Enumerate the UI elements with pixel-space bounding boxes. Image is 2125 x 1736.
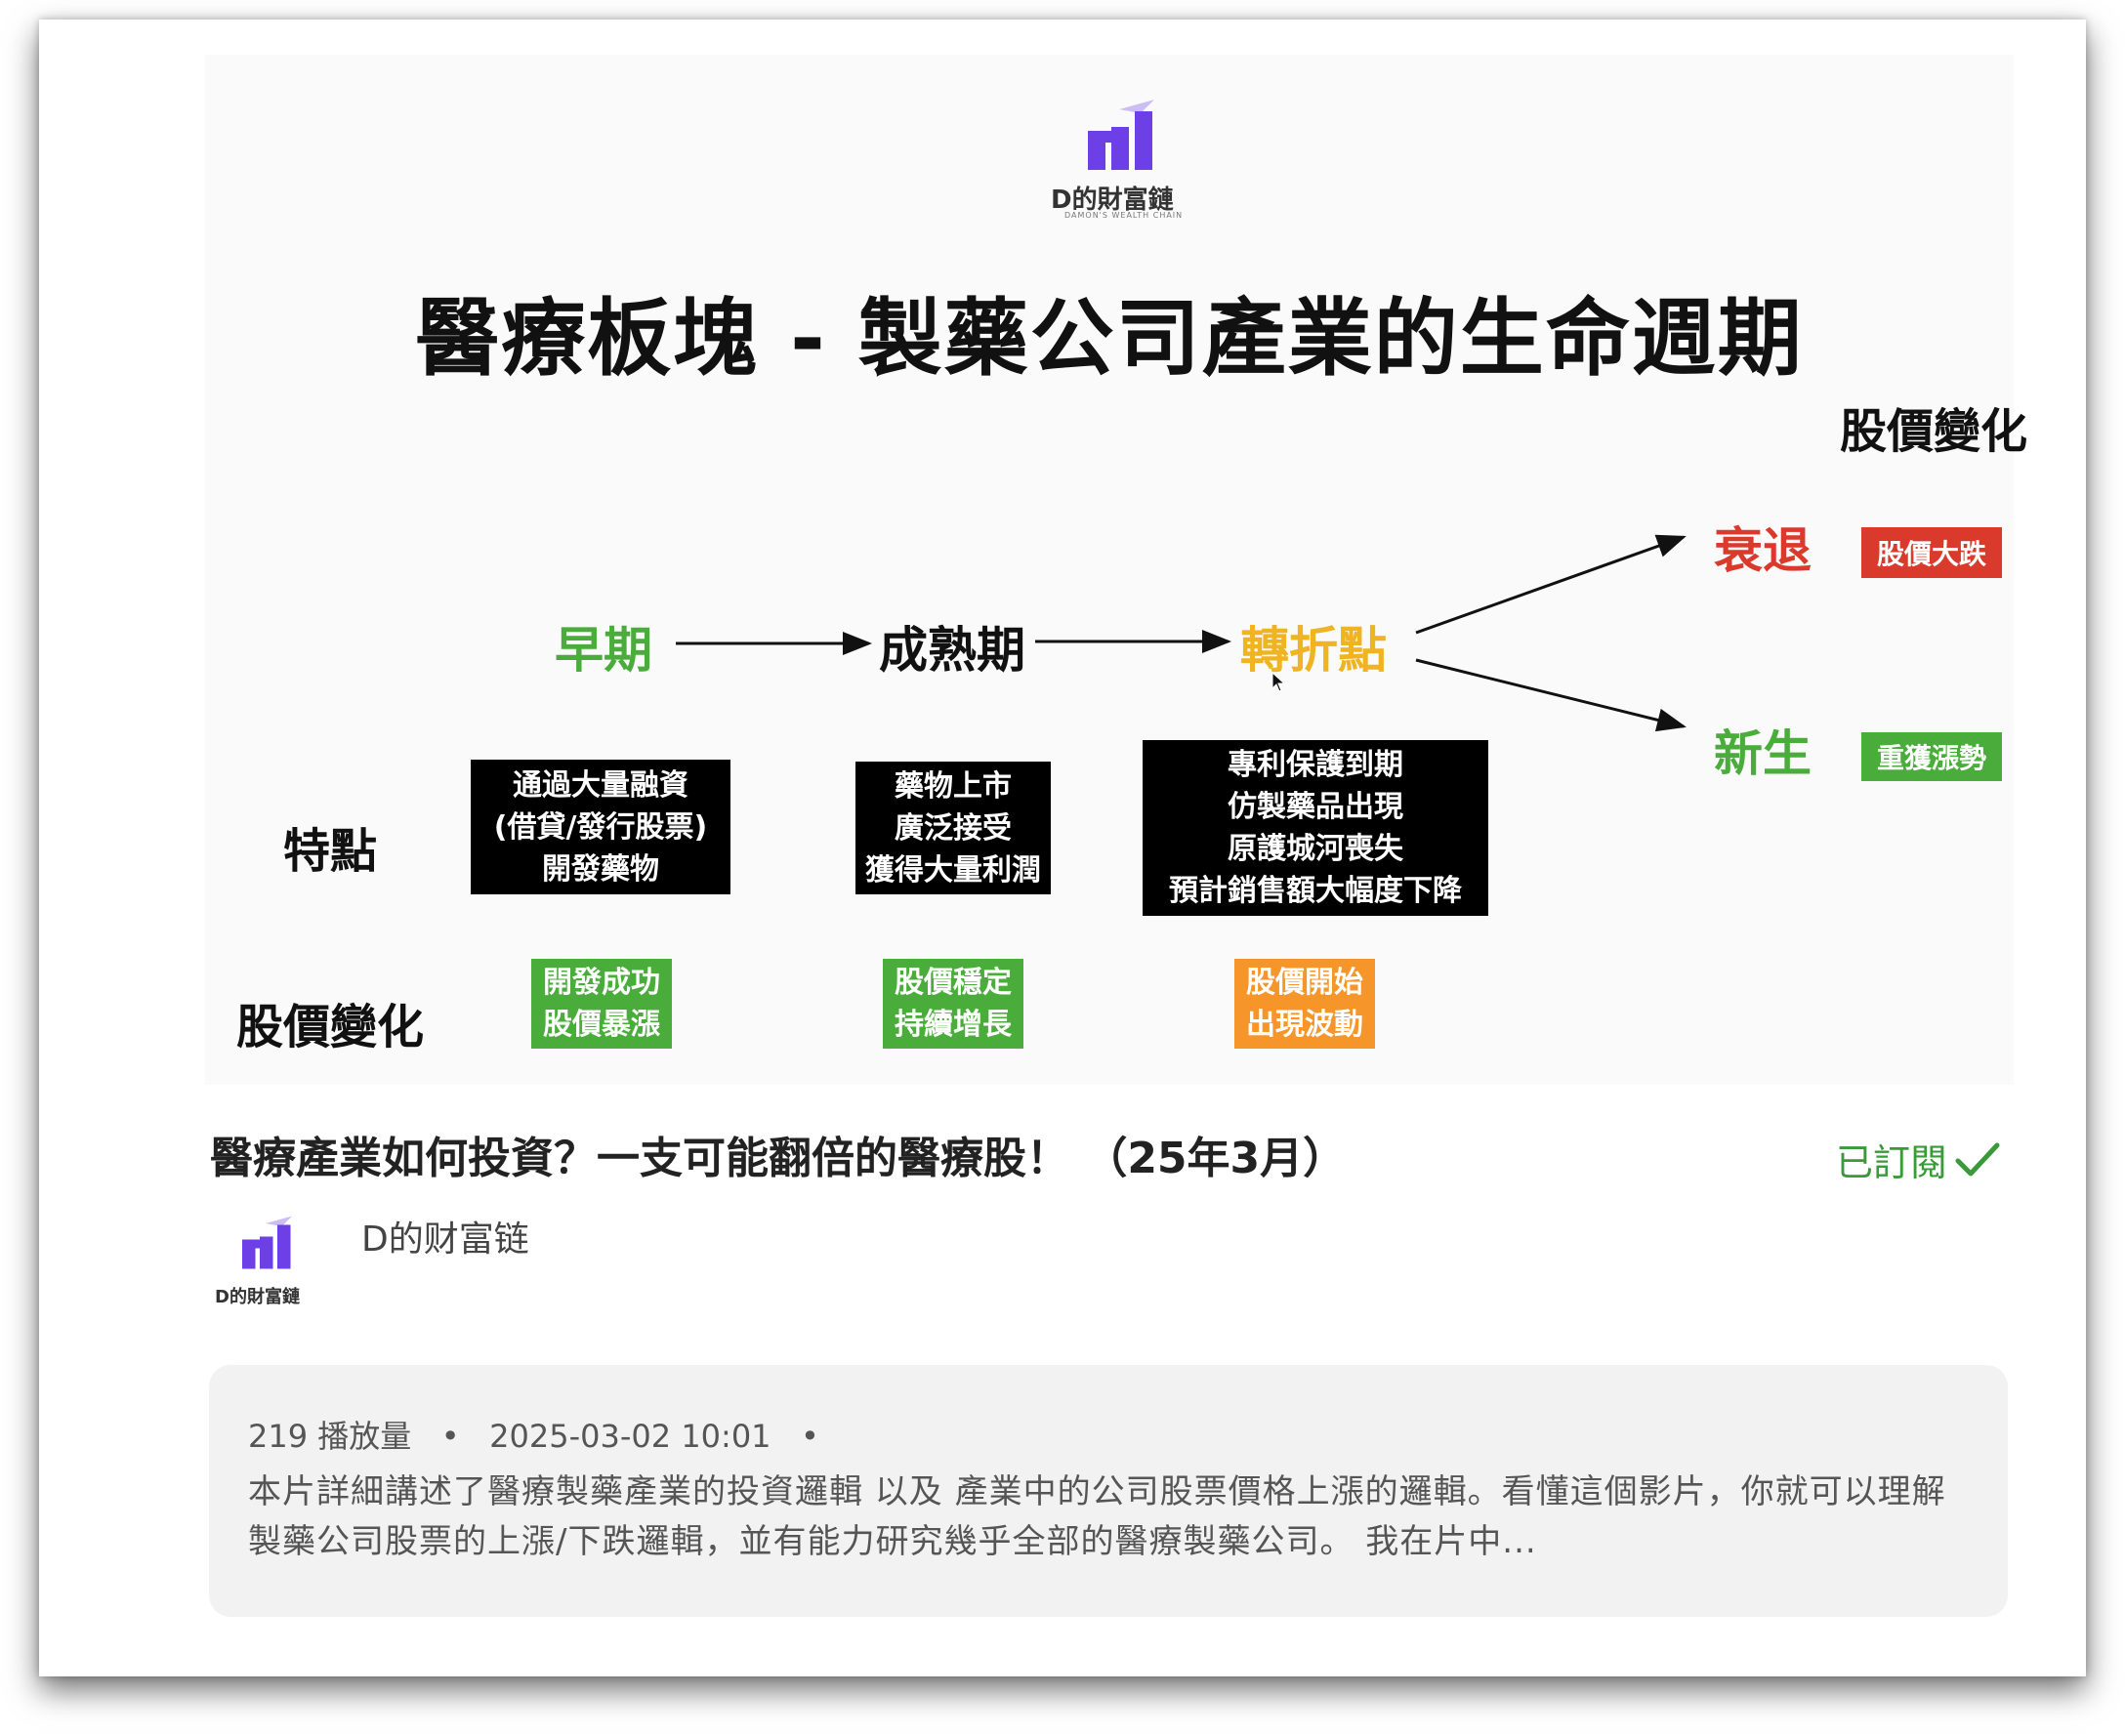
stage-mature: 成熟期 [879,622,1025,679]
publish-date: 2025-03-02 10:01 [489,1418,771,1455]
feature-line: 廣泛接受 [895,810,1012,846]
separator-dot: • [780,1418,819,1455]
tag-regain-uptrend: 重獲漲勢 [1861,732,2002,781]
flow-arrows [676,534,1687,732]
brand-logo-text: D的財富鏈 [1051,186,1174,215]
channel-logo-icon [242,1216,292,1269]
channel-avatar[interactable]: D的財富鏈 [213,1213,340,1320]
price-tag-early: 開發成功 股價暴漲 [531,959,672,1049]
slide-title: 醫療板塊 - 製藥公司產業的生命週期 [415,290,1804,388]
video-title[interactable]: 醫療產業如何投資？一支可能翻倍的醫療股！ （25年3月） [210,1134,1347,1183]
arrow-turning-to-rebirth [1415,658,1687,732]
price-tag-line: 股價暴漲 [543,1008,660,1042]
price-tag-turning-point: 股價開始 出現波動 [1234,959,1375,1049]
feature-line: 原護城河喪失 [1228,832,1403,866]
row-label-price-change: 股價變化 [236,1000,425,1054]
stage-turning-point: 轉折點 [1240,622,1387,679]
channel-logo-text: D的財富鏈 [215,1287,300,1307]
video-meta: 219 播放量 • 2025-03-02 10:01 • [248,1412,819,1457]
arrow-turning-to-decline [1415,534,1687,635]
price-tag-mature: 股價穩定 持續增長 [883,959,1023,1049]
feature-line: 專利保護到期 [1228,748,1403,782]
price-tag-line: 開發成功 [543,966,660,1000]
description-box[interactable]: 219 播放量 • 2025-03-02 10:01 • 本片詳細講述了醫療製藥… [209,1365,2008,1617]
price-tag-line: 出現波動 [1246,1008,1363,1042]
mouse-cursor-icon [1271,672,1286,692]
brand-logo-icon [1088,100,1154,170]
price-change-header: 股價變化 [1840,404,2028,459]
price-tag-line: 股價開始 [1246,966,1363,1000]
feature-line: 開發藥物 [542,851,659,887]
price-tag-line: 持續增長 [895,1008,1012,1042]
feature-line: 仿製藥品出現 [1228,790,1403,824]
channel-name[interactable]: D的财富链 [361,1219,529,1260]
stage-early: 早期 [555,622,652,679]
tag-price-crash: 股價大跌 [1861,527,2002,578]
feature-line: (借貸/發行股票) [493,809,708,845]
video-description: 本片詳細講述了醫療製藥產業的投資邏輯 以及 產業中的公司股票價格上漲的邏輯。看懂… [248,1472,1946,1561]
view-count: 219 播放量 [248,1418,412,1455]
feature-block-mature: 藥物上市 廣泛接受 獲得大量利潤 [855,762,1051,894]
price-tag-line: 股價穩定 [895,966,1012,1000]
subscribed-label: 已訂閱 [1836,1141,1948,1184]
video-player[interactable]: D的財富鏈 DAMON'S WEALTH CHAIN 醫療板塊 - 製藥公司產業… [205,55,2027,1085]
stage-rebirth: 新生 [1714,725,1812,782]
stage-decline: 衰退 [1714,522,1812,579]
brand-logo-subtext: DAMON'S WEALTH CHAIN [1064,211,1184,220]
feature-line: 獲得大量利潤 [865,852,1041,888]
feature-block-early: 通過大量融資 (借貸/發行股票) 開發藥物 [471,760,730,894]
app-window: D的財富鏈 DAMON'S WEALTH CHAIN 醫療板塊 - 製藥公司產業… [39,20,2086,1676]
row-label-features: 特點 [283,824,378,879]
feature-block-turning-point: 專利保護到期 仿製藥品出現 原護城河喪失 預計銷售額大幅度下降 [1143,740,1488,916]
feature-line: 預計銷售額大幅度下降 [1169,874,1462,908]
feature-line: 通過大量融資 [513,767,688,803]
subscribed-button[interactable]: 已訂閱 [1836,1133,2000,1186]
separator-dot: • [421,1418,479,1455]
checkmark-icon [1955,1142,2000,1176]
feature-line: 藥物上市 [895,768,1012,804]
